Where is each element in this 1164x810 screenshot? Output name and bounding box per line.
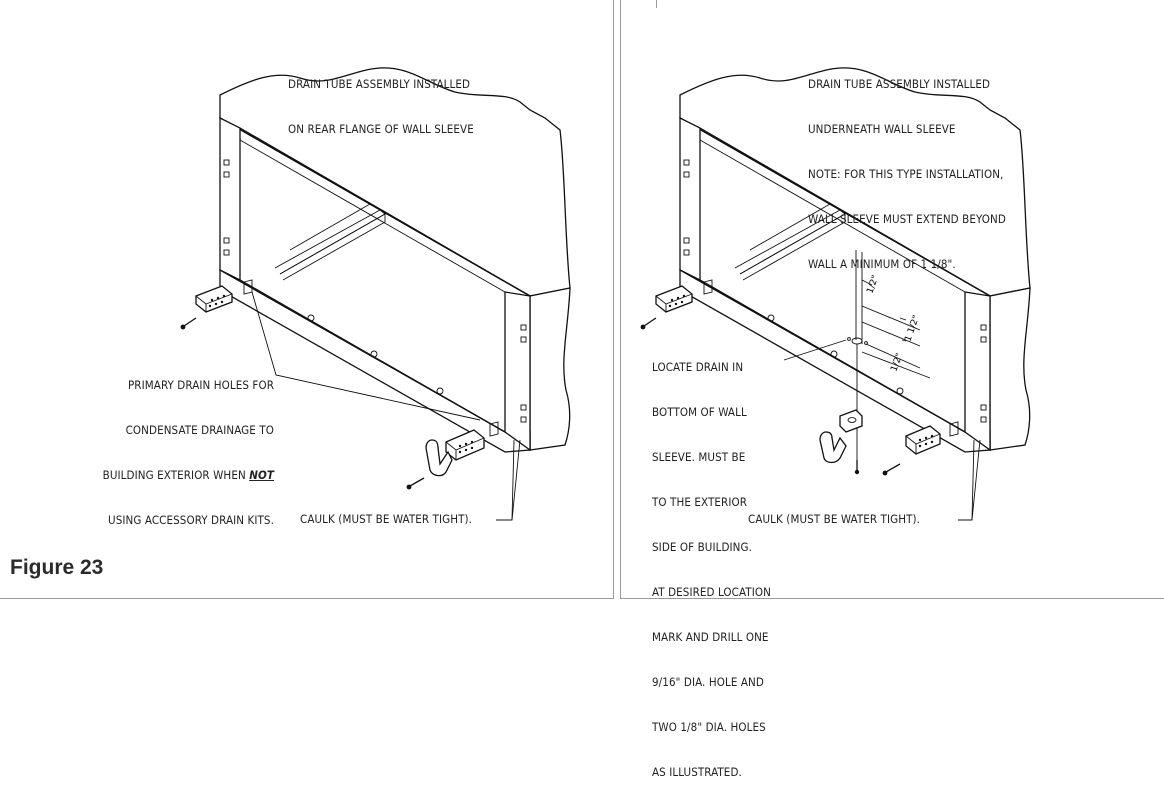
primary-drain-not: NOT — [249, 468, 274, 482]
locate-line-9: TWO 1/8" DIA. HOLES — [652, 720, 766, 734]
locate-line-2: BOTTOM OF WALL — [652, 405, 747, 419]
right-title-line-5: WALL A MINIMUM OF 1 1/8". — [808, 257, 956, 271]
left-wall-sleeve — [180, 67, 571, 521]
right-title-line-1: DRAIN TUBE ASSEMBLY INSTALLED — [808, 77, 991, 91]
right-wall-sleeve: 1/2" 1 1/2" 1/2" — [640, 67, 1031, 521]
primary-drain-line-1: PRIMARY DRAIN HOLES FOR — [127, 378, 274, 392]
locate-line-10: AS ILLUSTRATED. — [652, 765, 742, 779]
left-title-line-2: ON REAR FLANGE OF WALL SLEEVE — [288, 122, 474, 136]
dim-one-half: 1 1/2" — [903, 314, 922, 343]
right-title: DRAIN TUBE ASSEMBLY INSTALLED UNDERNEATH… — [808, 47, 1006, 302]
locate-line-6: AT DESIRED LOCATION — [652, 585, 771, 599]
primary-drain-line-3-text: BUILDING EXTERIOR WHEN — [102, 468, 250, 482]
right-title-line-4: WALL SLEEVE MUST EXTEND BEYOND — [808, 212, 1006, 226]
primary-drain-line-4: USING ACCESSORY DRAIN KITS. — [108, 513, 274, 527]
primary-drain-note: PRIMARY DRAIN HOLES FOR CONDENSATE DRAIN… — [30, 348, 274, 558]
primary-drain-line-2: CONDENSATE DRAINAGE TO — [125, 423, 274, 437]
left-title: DRAIN TUBE ASSEMBLY INSTALLED ON REAR FL… — [288, 47, 474, 167]
sleeve-drawings: 1/2" 1 1/2" 1/2" — [180, 67, 1031, 521]
locate-line-1: LOCATE DRAIN IN — [652, 360, 744, 374]
right-title-line-2: UNDERNEATH WALL SLEEVE — [808, 122, 956, 136]
top-divider-tick — [656, 0, 657, 8]
figure-caption: Figure 23 — [10, 556, 104, 579]
primary-drain-line-3: BUILDING EXTERIOR WHEN NOT — [30, 468, 274, 483]
locate-line-3: SLEEVE. MUST BE — [652, 450, 746, 464]
figure-23-diagram: 1/2" 1 1/2" 1/2" — [0, 0, 1164, 779]
right-title-line-3: NOTE: FOR THIS TYPE INSTALLATION, — [808, 167, 1004, 181]
locate-line-4: TO THE EXTERIOR — [652, 495, 748, 509]
left-caulk-note: CAULK (MUST BE WATER TIGHT). — [300, 512, 473, 526]
locate-line-5: SIDE OF BUILDING. — [652, 540, 753, 554]
left-title-line-1: DRAIN TUBE ASSEMBLY INSTALLED — [288, 77, 471, 91]
locate-line-8: 9/16" DIA. HOLE AND — [652, 675, 764, 689]
right-caulk-note: CAULK (MUST BE WATER TIGHT). — [748, 512, 921, 526]
locate-line-7: MARK AND DRILL ONE — [652, 630, 769, 644]
locate-drain-note: LOCATE DRAIN IN BOTTOM OF WALL SLEEVE. M… — [652, 330, 771, 810]
